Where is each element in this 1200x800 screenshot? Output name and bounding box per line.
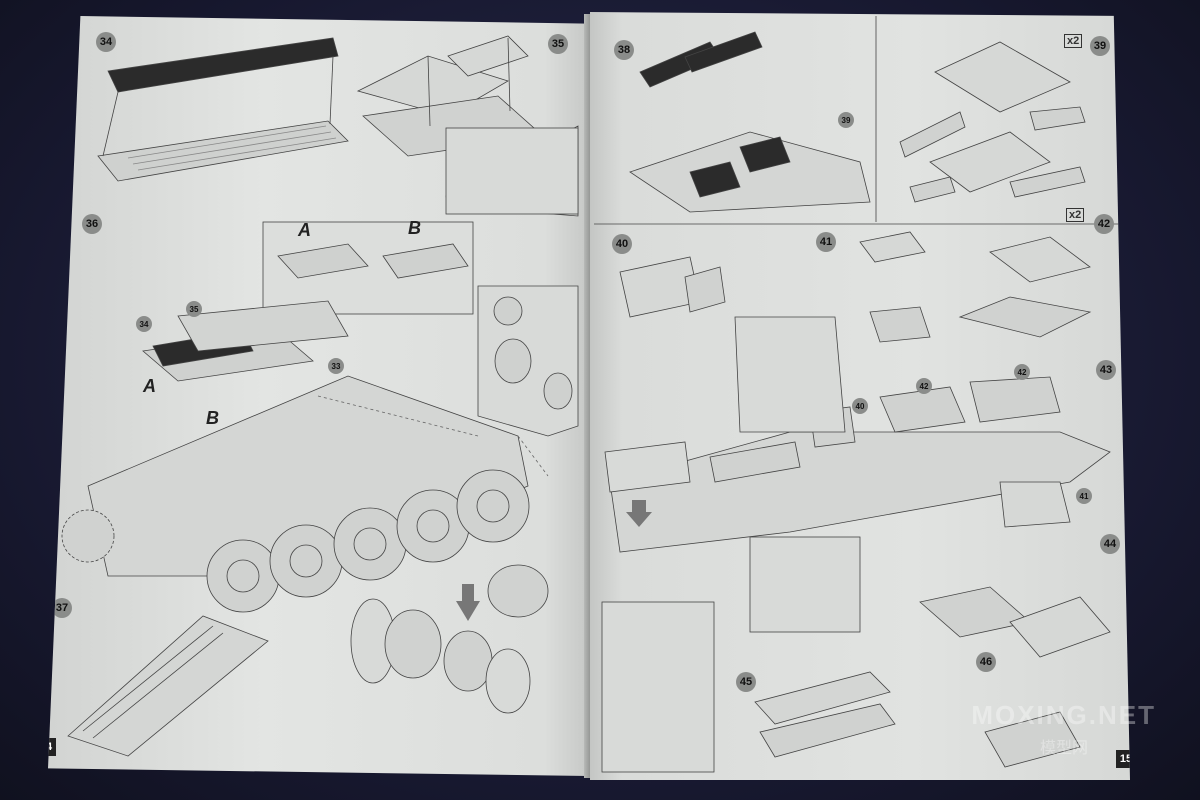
step-number: 41	[816, 232, 836, 252]
variant-label-a: A	[298, 220, 311, 240]
callout-ref: 34	[136, 316, 152, 332]
site-watermark-chinese: 模型网	[1039, 740, 1088, 757]
step-number: 35	[548, 34, 568, 54]
step-number: 34	[96, 32, 116, 52]
page-number: 15	[1116, 750, 1130, 768]
step-number: 42	[1094, 214, 1114, 234]
variant-label-b: B	[408, 218, 421, 238]
callout-ref: 42	[916, 378, 932, 394]
step-number: 40	[612, 234, 632, 254]
page-number: 14	[48, 738, 56, 756]
multiplier-label: x2	[1064, 34, 1083, 48]
step-number: 46	[976, 652, 996, 672]
instruction-page-right: 38 39 40 41 42 43 44 45 46 39 40 42 42 4…	[590, 12, 1130, 780]
step-number: 45	[736, 672, 756, 692]
variant-label-a: A	[143, 376, 156, 396]
callout-ref: 33	[328, 358, 344, 374]
variant-label-b: B	[206, 408, 219, 428]
instruction-page-left: 34 35 36 37 34 35 33 A B A B 14	[48, 16, 588, 776]
left-page-diagrams	[61, 35, 579, 757]
step-number: 38	[614, 40, 634, 60]
multiplier-label: x2	[1066, 208, 1085, 222]
callout-ref: 35	[186, 301, 202, 317]
right-page-diagrams	[594, 16, 1120, 773]
callout-ref: 42	[1014, 364, 1030, 380]
callout-ref: 40	[852, 398, 868, 414]
step-number: 39	[1090, 36, 1110, 56]
site-watermark: MOXING.NET	[971, 700, 1156, 730]
callout-ref: 39	[838, 112, 854, 128]
step-number: 37	[52, 598, 72, 618]
step-number: 43	[1096, 360, 1116, 380]
step-number: 44	[1100, 534, 1120, 554]
step-number: 36	[82, 214, 102, 234]
callout-ref: 41	[1076, 488, 1092, 504]
